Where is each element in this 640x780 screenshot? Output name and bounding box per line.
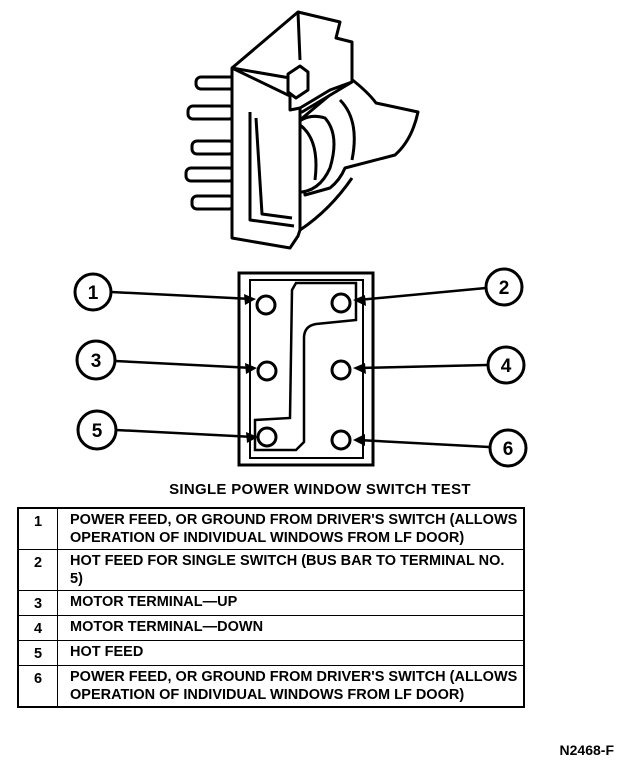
housing-tab <box>286 64 310 100</box>
callout-1-label: 1 <box>88 283 99 304</box>
legend-text: POWER FEED, OR GROUND FROM DRIVER'S SWIT… <box>57 665 525 708</box>
bus-bar <box>253 281 358 452</box>
terminal-holes <box>255 292 352 451</box>
legend-num: 4 <box>17 615 58 641</box>
legend-num: 5 <box>17 640 58 666</box>
terminal-hole-1 <box>255 294 277 316</box>
callout-4-label: 4 <box>501 356 512 377</box>
legend-num: 1 <box>17 507 58 550</box>
terminal-hole-5 <box>256 426 278 448</box>
legend-num: 2 <box>17 549 58 591</box>
leader-arrows <box>244 294 366 446</box>
terminal-face <box>110 271 490 467</box>
callout-2-label: 2 <box>499 278 510 299</box>
switch-body-illustration <box>184 10 420 250</box>
callout-5-label: 5 <box>92 421 103 442</box>
terminal-legend-table: 1 POWER FEED, OR GROUND FROM DRIVER'S SW… <box>17 507 525 708</box>
switch-pins <box>184 75 238 211</box>
callouts: 1 2 3 4 5 6 <box>73 267 528 468</box>
legend-text: HOT FEED <box>57 640 525 666</box>
legend-text: POWER FEED, OR GROUND FROM DRIVER'S SWIT… <box>57 507 525 550</box>
callout-6: 6 <box>488 428 528 468</box>
diagram-title: SINGLE POWER WINDOW SWITCH TEST <box>169 481 471 498</box>
table-row: 1 POWER FEED, OR GROUND FROM DRIVER'S SW… <box>17 507 525 550</box>
terminal-hole-2 <box>330 292 352 314</box>
leader-lines <box>110 286 490 449</box>
switch-diagram: 1 2 3 4 5 6 <box>73 10 528 468</box>
legend-num: 6 <box>17 665 58 708</box>
callout-1: 1 <box>73 272 113 312</box>
table-row: 2 HOT FEED FOR SINGLE SWITCH (BUS BAR TO… <box>17 549 525 591</box>
legend-text: MOTOR TERMINAL—DOWN <box>57 615 525 641</box>
callout-5: 5 <box>76 409 118 451</box>
legend-num: 3 <box>17 590 58 616</box>
legend-text: MOTOR TERMINAL—UP <box>57 590 525 616</box>
callout-6-label: 6 <box>503 439 514 460</box>
legend-text: HOT FEED FOR SINGLE SWITCH (BUS BAR TO T… <box>57 549 525 591</box>
table-row: 3 MOTOR TERMINAL—UP <box>17 590 525 616</box>
figure-id: N2468-F <box>559 742 614 758</box>
callout-3-label: 3 <box>91 351 102 372</box>
callout-2: 2 <box>484 267 524 307</box>
terminal-hole-4 <box>330 359 352 381</box>
callout-3: 3 <box>75 339 117 381</box>
terminal-hole-3 <box>256 360 278 382</box>
table-row: 5 HOT FEED <box>17 640 525 666</box>
table-row: 4 MOTOR TERMINAL—DOWN <box>17 615 525 641</box>
terminal-hole-6 <box>330 429 352 451</box>
callout-4: 4 <box>486 345 526 385</box>
table-row: 6 POWER FEED, OR GROUND FROM DRIVER'S SW… <box>17 665 525 708</box>
